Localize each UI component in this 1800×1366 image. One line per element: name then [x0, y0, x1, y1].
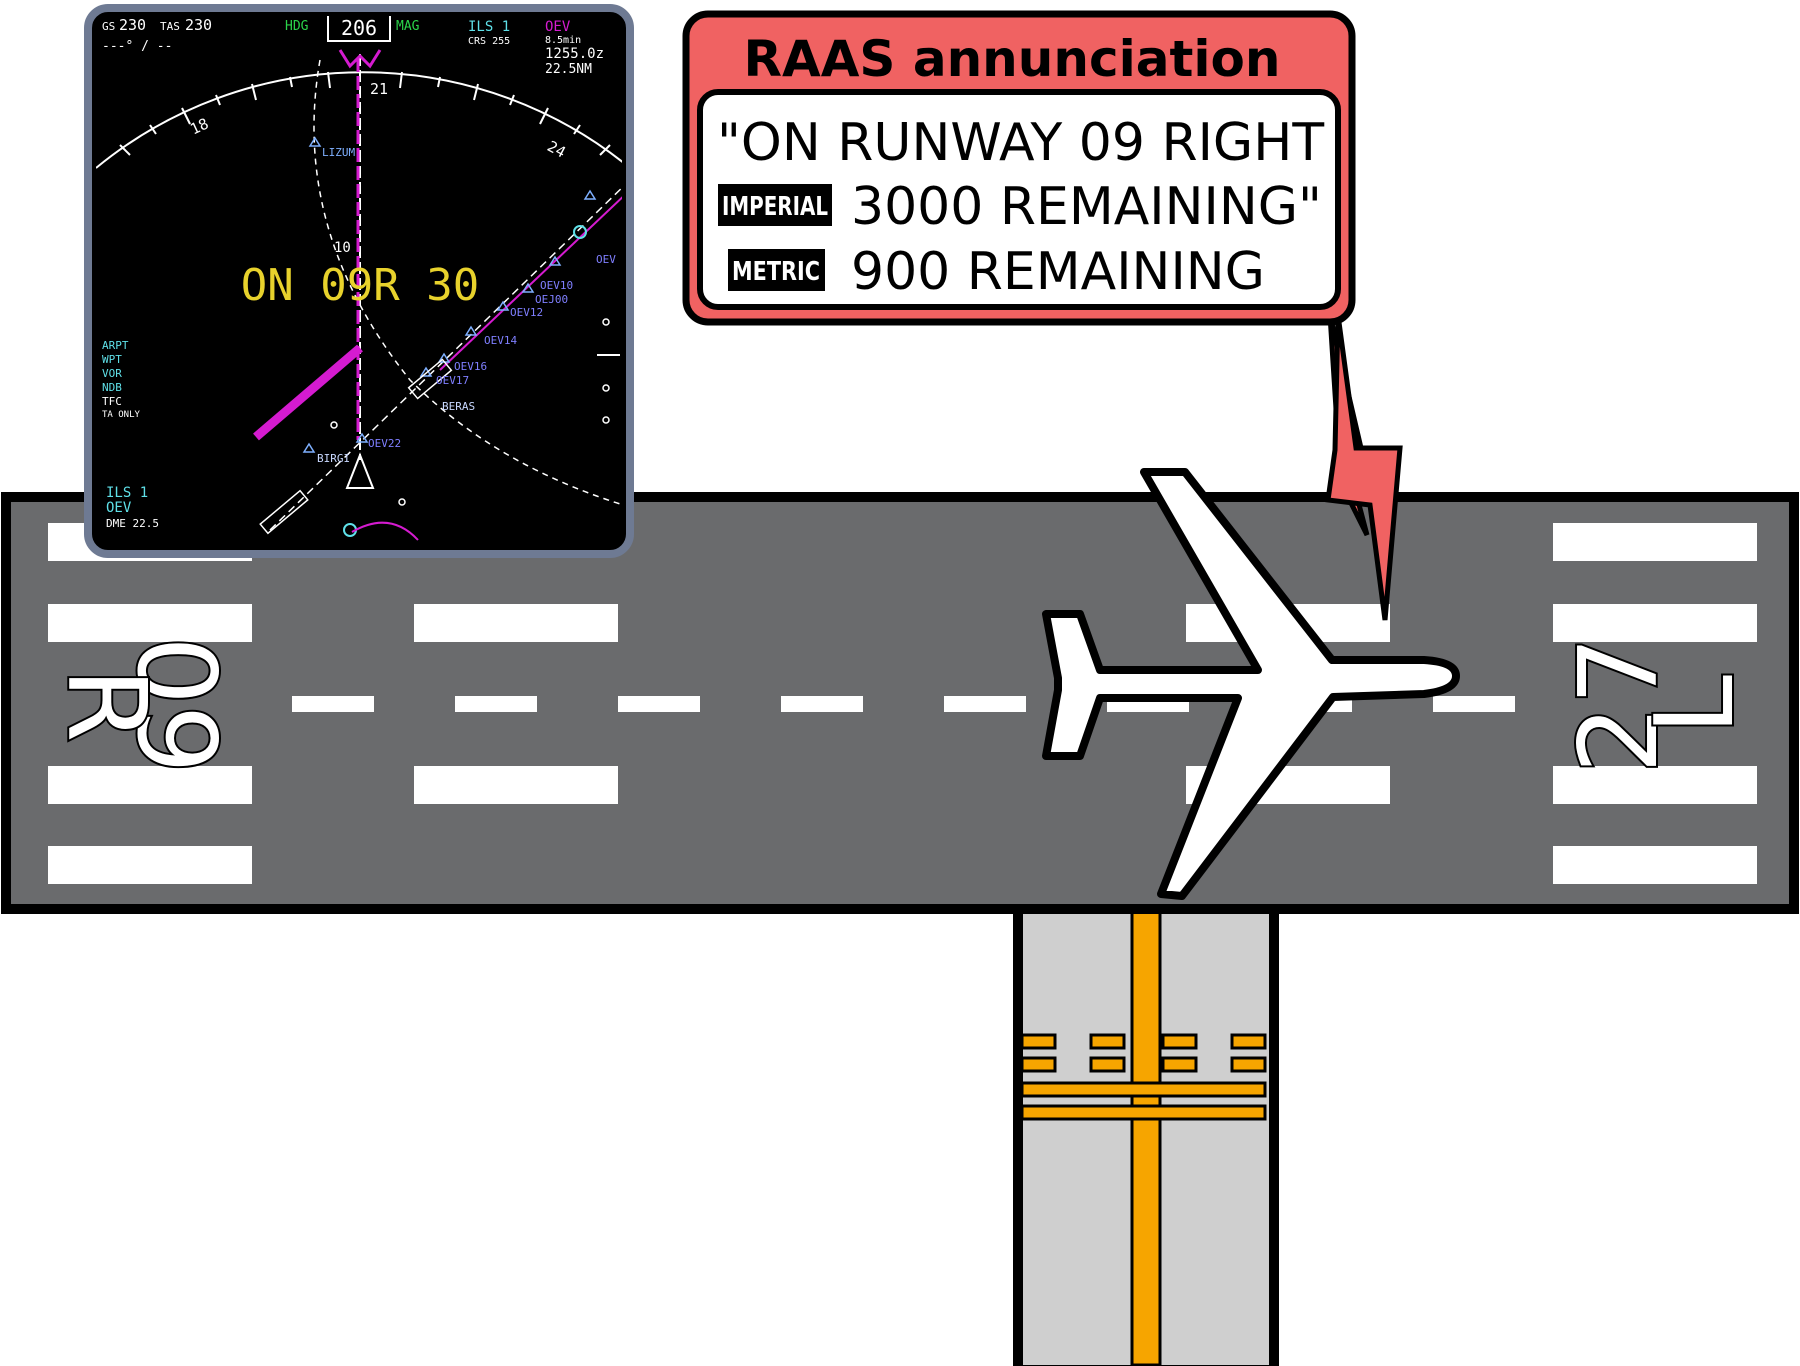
imperial-distance: 3000 REMAINING" [851, 177, 1322, 237]
localizer-course [269, 179, 622, 531]
nav-source: ILS 1 [106, 485, 148, 501]
metric-badge [728, 249, 825, 291]
map-label-beras: BERAS [442, 400, 475, 413]
airport-outline-2 [259, 489, 309, 535]
waypoint-symbols [302, 136, 597, 453]
compass-label-18: 18 [187, 114, 211, 138]
metric-distance: 900 REMAINING [851, 242, 1265, 302]
hdg-value: 206 [341, 16, 377, 40]
traffic-arc [351, 521, 419, 541]
runway: 09 R 27 L [1, 492, 1799, 914]
airplane-icon [1042, 468, 1460, 900]
waypoint-distance: 22.5NM [545, 62, 592, 77]
vor-symbol [573, 225, 587, 239]
legend-ta-only: TA ONLY [102, 410, 141, 420]
legend-ndb: NDB [102, 381, 122, 394]
runway-designator-right-letter: L [1633, 675, 1758, 735]
runway-designator-left-letter: R [43, 667, 168, 742]
crs-readout: CRS 255 [468, 36, 510, 47]
tas-label: TAS [160, 20, 180, 33]
gs-label: GS [102, 20, 115, 33]
map-label-birgi: BIRGI [317, 452, 350, 465]
runway-line [253, 344, 363, 441]
waypoint-name: OEV [545, 19, 571, 35]
callout-title: RAAS annunciation [744, 30, 1281, 88]
metric-badge-label: METRIC [732, 257, 820, 287]
nav-ident: OEV [106, 500, 132, 516]
waypoint-utc: 1255.0z [545, 46, 604, 62]
map-label-oev: OEV [596, 253, 616, 266]
callout-inner-panel [697, 89, 1341, 310]
imperial-badge [718, 184, 832, 226]
taxiway [1013, 895, 1279, 1366]
map-label-oej00: OEJ00 [535, 293, 568, 306]
airport-outline [407, 358, 453, 400]
gs-value: 230 [119, 16, 146, 34]
hdg-label: HDG [285, 19, 309, 34]
map-label-oev14: OEV14 [484, 334, 517, 347]
legend-vor: VOR [102, 367, 122, 380]
map-label-oev17: OEV17 [436, 374, 469, 387]
map-label-oev22: OEV22 [368, 437, 401, 450]
wind-readout: ---° / -- [102, 39, 172, 54]
legend-arpt: ARPT [102, 339, 129, 352]
mag-label: MAG [396, 19, 420, 34]
map-dots [330, 318, 610, 506]
hold-short-marking [1020, 1033, 1267, 1121]
runway-designator-right-number: 27 [1557, 636, 1682, 773]
waypoint-time: 8.5min [545, 35, 581, 46]
legend-tfc: TFC [102, 395, 122, 408]
compass-ticks [119, 71, 611, 156]
runway-surface [1, 492, 1799, 914]
map-label-oev16: OEV16 [454, 360, 487, 373]
callout-line-1: "ON RUNWAY 09 RIGHT [717, 113, 1324, 173]
map-label-oev10: OEV10 [540, 279, 573, 292]
navigation-display: 18 21 24 10 [84, 4, 634, 558]
imperial-badge-label: IMPERIAL [722, 192, 828, 222]
nav-dme: DME 22.5 [106, 517, 159, 530]
aircraft-symbol-icon [345, 452, 375, 489]
taxiway-centerline [1130, 903, 1162, 1366]
legend-wpt: WPT [102, 353, 122, 366]
lightning-bolt-tail [1325, 314, 1403, 621]
runway-designator-left-number: 09 [113, 636, 238, 773]
map-label-lizum: LIZUM [322, 146, 355, 159]
route-line [439, 189, 622, 371]
range-ring-label: 10 [334, 240, 351, 256]
compass-label-21: 21 [370, 80, 388, 98]
tas-value: 230 [185, 16, 212, 34]
threshold-markings-right [1553, 523, 1757, 884]
heading-bug-icon [338, 49, 382, 69]
raas-callout: RAAS annunciation "ON RUNWAY 09 RIGHT IM… [682, 10, 1356, 326]
map-label-oev12: OEV12 [510, 306, 543, 319]
heading-box [327, 16, 391, 42]
range-ring [313, 59, 622, 511]
nd-raas-annunciation: ON 09R 30 [241, 260, 479, 311]
compass-arc [96, 71, 622, 169]
ils-label: ILS 1 [468, 19, 510, 35]
